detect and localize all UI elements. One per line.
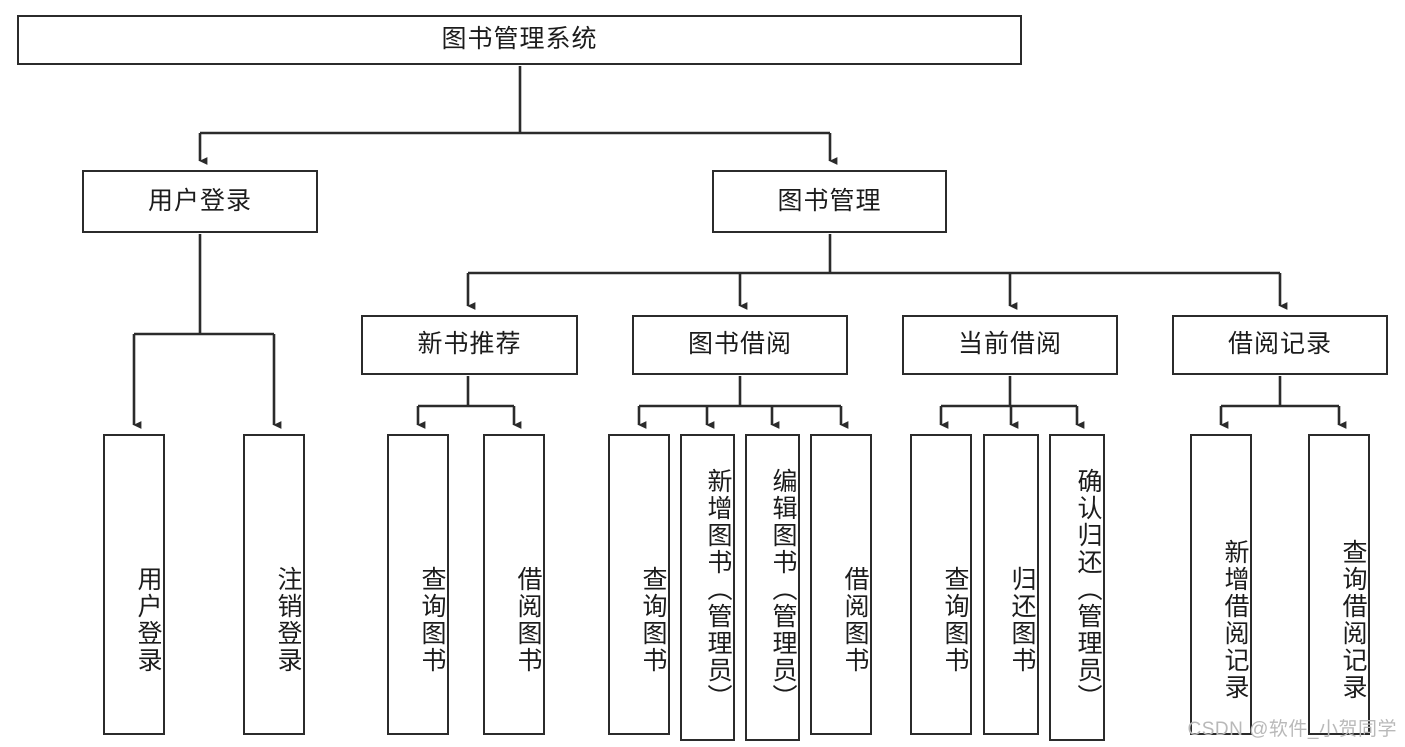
node-leaf-edit-book-admin[interactable]: 编辑图书（管理员）	[745, 434, 800, 741]
edge-newbookrec-to-leaves	[416, 376, 522, 429]
node-book-manage[interactable]: 图书管理	[712, 170, 947, 233]
node-leaf-confirm-return-admin[interactable]: 确认归还（管理员）	[1049, 434, 1105, 741]
node-leaf-return-book[interactable]: 归还图书	[983, 434, 1039, 735]
edge-bookmanage-to-level3	[466, 234, 1288, 310]
edge-currentborrow-to-leaves	[939, 376, 1085, 429]
node-leaf-query-borrow-record[interactable]: 查询借阅记录	[1308, 434, 1370, 735]
node-leaf-borrow-book-2[interactable]: 借阅图书	[810, 434, 872, 735]
edge-root-to-level2	[198, 66, 838, 165]
node-leaf-query-book-1[interactable]: 查询图书	[387, 434, 449, 735]
edge-userlogin-to-leaves	[132, 234, 282, 429]
edge-bookborrow-to-leaves	[637, 376, 849, 429]
node-leaf-add-borrow-record[interactable]: 新增借阅记录	[1190, 434, 1252, 735]
node-current-borrow[interactable]: 当前借阅	[902, 315, 1118, 375]
node-leaf-add-book-admin[interactable]: 新增图书（管理员）	[680, 434, 735, 741]
node-leaf-user-login[interactable]: 用户登录	[103, 434, 165, 735]
node-user-login[interactable]: 用户登录	[82, 170, 318, 233]
node-leaf-borrow-book-1[interactable]: 借阅图书	[483, 434, 545, 735]
node-leaf-query-book-3[interactable]: 查询图书	[910, 434, 972, 735]
node-borrow-record[interactable]: 借阅记录	[1172, 315, 1388, 375]
node-new-book-recommend[interactable]: 新书推荐	[361, 315, 578, 375]
node-book-borrow[interactable]: 图书借阅	[632, 315, 848, 375]
node-leaf-logout[interactable]: 注销登录	[243, 434, 305, 735]
node-root[interactable]: 图书管理系统	[17, 15, 1022, 65]
csdn-watermark: CSDN @软件_小贺同学	[1187, 719, 1397, 740]
node-leaf-query-book-2[interactable]: 查询图书	[608, 434, 670, 735]
edge-borrowrecord-to-leaves	[1219, 376, 1347, 429]
